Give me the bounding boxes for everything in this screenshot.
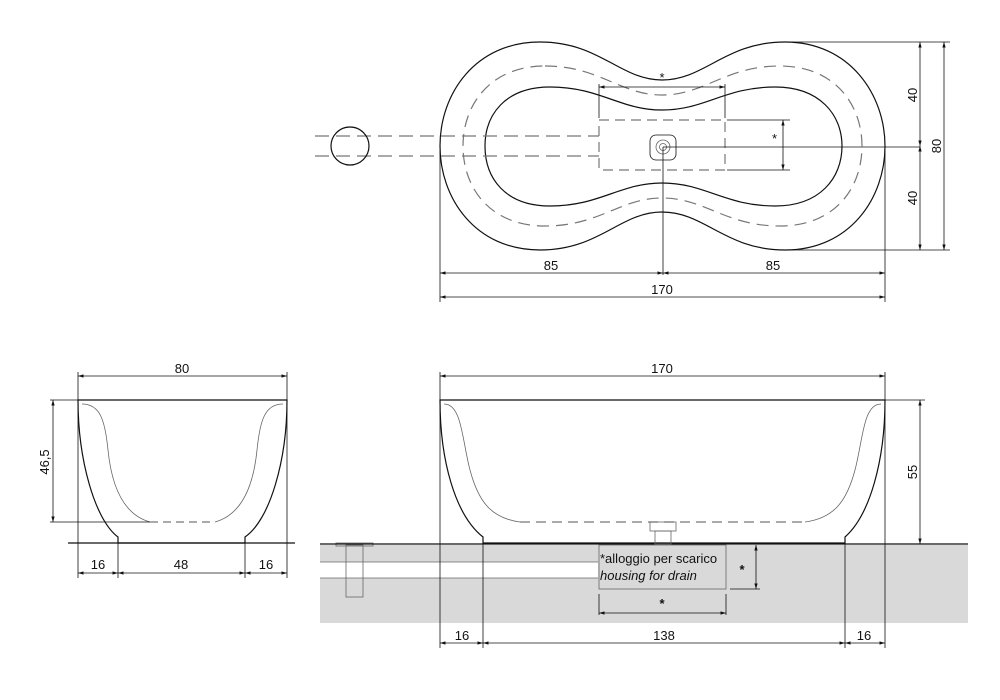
width-total-label: 170 <box>651 282 673 297</box>
depth-bottom-label: 40 <box>905 191 920 205</box>
top-view: * * 40 40 80 85 85 170 <box>315 41 950 302</box>
drain-depth-label: * <box>772 131 777 146</box>
depth-top-label: 40 <box>905 88 920 102</box>
front-view: 46,5 80 16 48 16 <box>37 361 288 578</box>
drain-housing-box <box>598 544 727 590</box>
side-right-foot-label: 16 <box>857 628 871 643</box>
note-italian: *alloggio per scarico <box>600 551 717 566</box>
floor <box>68 542 968 623</box>
front-base-label: 48 <box>174 557 188 572</box>
note-english: housing for drain <box>600 568 697 583</box>
housing-height-label: * <box>739 562 745 577</box>
half-left-label: 85 <box>544 258 558 273</box>
side-view: 170 55 16 138 16 *alloggio per scarico h… <box>439 361 925 648</box>
drain-housing-dashed <box>598 119 726 171</box>
side-base-label: 138 <box>653 628 675 643</box>
depth-total-label: 80 <box>929 139 944 153</box>
side-width-label: 170 <box>651 361 673 376</box>
drain-width-label: * <box>659 70 664 85</box>
waste-pipe-circle <box>330 126 370 166</box>
housing-width-label: * <box>659 596 665 611</box>
side-height-label: 55 <box>905 465 920 479</box>
side-left-foot-label: 16 <box>455 628 469 643</box>
bowl-outline <box>484 86 843 207</box>
front-height-label: 46,5 <box>37 449 52 474</box>
front-width-label: 80 <box>175 361 189 376</box>
half-right-label: 85 <box>766 258 780 273</box>
front-left-foot-label: 16 <box>91 557 105 572</box>
front-right-foot-label: 16 <box>259 557 273 572</box>
